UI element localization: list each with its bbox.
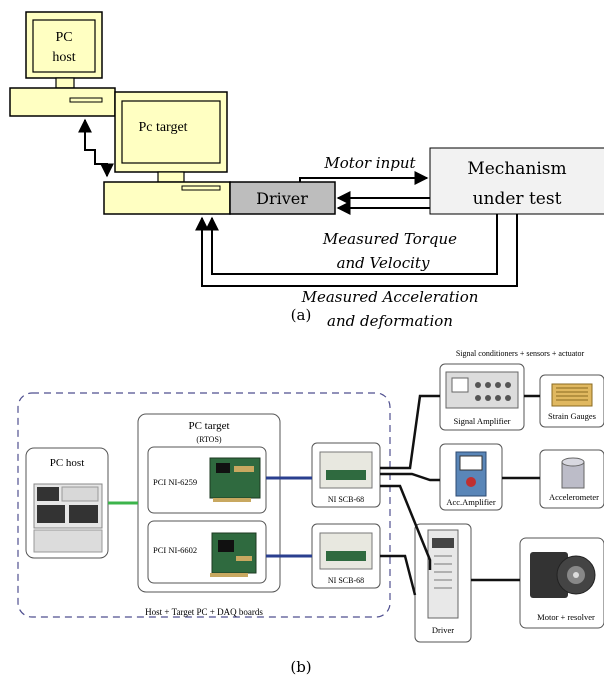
pci-card-icon-2 bbox=[210, 532, 257, 577]
motor-input-label: Motor input bbox=[323, 154, 416, 172]
motor-input-arrow bbox=[299, 171, 429, 185]
motor-label: Motor + resolver bbox=[537, 612, 595, 622]
torque-label-line2: and Velocity bbox=[337, 254, 430, 272]
figure-a: PC host Pc target Driver Mechanism under… bbox=[9, 11, 604, 330]
accelerometer-label: Accelerometer bbox=[549, 492, 599, 502]
driver-label-b: Driver bbox=[432, 625, 454, 635]
scb2-label: NI SCB-68 bbox=[328, 576, 364, 585]
signal-amplifier-label: Signal Amplifier bbox=[454, 416, 511, 426]
scb1-label: NI SCB-68 bbox=[328, 495, 364, 504]
board2-label: PCI NI-6602 bbox=[153, 545, 197, 555]
host-target-caption: Host + Target PC + DAQ boards bbox=[145, 607, 263, 617]
host-target-link bbox=[84, 140, 114, 178]
acc-amplifier-label: Acc.Amplifier bbox=[446, 497, 495, 507]
motor-icon bbox=[530, 552, 596, 598]
pc-host-label-line2: host bbox=[52, 50, 75, 65]
pc-host-computer: PC host bbox=[9, 11, 116, 117]
terminal-block-icon-2 bbox=[319, 532, 373, 570]
accel-label-line2: and deformation bbox=[327, 312, 453, 330]
pc-target-label: Pc target bbox=[138, 120, 187, 135]
mechanism-block bbox=[429, 147, 604, 215]
board1-label: PCI NI-6259 bbox=[153, 477, 197, 487]
strain-gauges-label: Strain Gauges bbox=[548, 411, 596, 421]
caption-a: (a) bbox=[291, 306, 312, 324]
pc-host-label-line1: PC bbox=[55, 30, 72, 45]
driver-label: Driver bbox=[256, 189, 308, 208]
servo-driver-icon bbox=[427, 529, 459, 619]
signal-cables bbox=[380, 394, 540, 596]
pci-card-icon bbox=[209, 457, 261, 502]
pc-target-computer: Pc target bbox=[103, 91, 231, 215]
terminal-block-icon bbox=[319, 451, 373, 489]
acc-amplifier-icon bbox=[455, 451, 487, 497]
host-target-group-box bbox=[17, 392, 391, 618]
caption-b: (b) bbox=[290, 658, 311, 676]
torque-label-line1: Measured Torque bbox=[322, 230, 457, 248]
rtos-label: (RTOS) bbox=[196, 435, 221, 444]
figure-b: Host + Target PC + DAQ boards PC host PC… bbox=[17, 349, 604, 676]
pc-host-label: PC host bbox=[50, 457, 85, 469]
acceleration-loop bbox=[195, 214, 518, 287]
signal-conditioners-header: Signal conditioners + sensors + actuator bbox=[456, 349, 585, 358]
monitor-icon bbox=[33, 483, 103, 553]
accel-label-line1: Measured Acceleration bbox=[301, 288, 479, 306]
mechanism-label-line1: Mechanism bbox=[467, 159, 566, 179]
strain-gauge-icon bbox=[551, 383, 593, 407]
pc-target-label: PC target bbox=[188, 420, 229, 432]
driver-block bbox=[229, 181, 336, 215]
accelerometer-icon bbox=[561, 457, 585, 489]
signal-amplifier-icon bbox=[445, 371, 519, 409]
mechanism-label-line2: under test bbox=[473, 189, 562, 209]
torque-velocity-loop bbox=[205, 214, 498, 275]
